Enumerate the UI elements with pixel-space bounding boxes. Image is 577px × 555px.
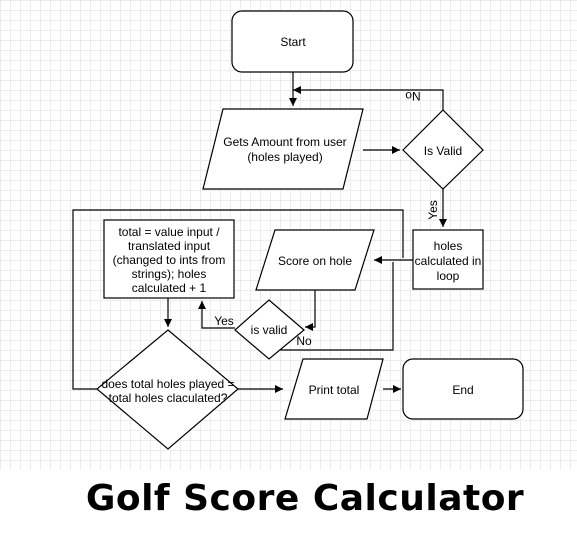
holes-loop-line3: loop: [437, 269, 460, 283]
is-valid-label: Is Valid: [424, 144, 462, 158]
holes-loop-node: [412, 229, 484, 290]
edge-isvalid-yes-small: [198, 301, 235, 329]
total-calc-line4: strings); holes: [132, 267, 207, 281]
small-is-valid-decision: [234, 299, 305, 360]
score-label: Score on hole: [278, 254, 352, 268]
print-total-label: Print total: [309, 383, 360, 397]
total-calc-line1: total = value input /: [118, 225, 220, 239]
edge-label-yes-top: Yes: [426, 200, 440, 220]
input-node: [202, 108, 364, 190]
end-node: [402, 358, 524, 420]
start-label: Start: [280, 35, 306, 49]
flowchart-diagram: Start Gets Amount from user (holes playe…: [72, 10, 524, 450]
edge-score-to-isvalid: [305, 290, 316, 331]
flowchart-edges: [72, 72, 447, 393]
total-calc-node: [103, 219, 235, 299]
page-title: Golf Score Calculator: [85, 478, 525, 519]
input-label-line2: (holes played): [247, 150, 322, 164]
total-calc-line3: (changed to ints from: [113, 253, 226, 267]
total-check-decision: [96, 329, 239, 450]
input-label-line1: Gets Amount from user: [223, 135, 346, 149]
edge-isvalid-no-small: [272, 262, 394, 351]
score-input-node: [255, 229, 375, 291]
edge-loop-back: [72, 209, 404, 390]
total-calc-line5: calculated + 1: [132, 281, 207, 295]
total-check-line2: total holes claculated?: [109, 391, 228, 405]
edge-label-yes-small: Yes: [214, 314, 234, 328]
holes-loop-line1: holes: [434, 239, 463, 253]
edge-isvalid-no: [293, 86, 444, 110]
total-calc-line2: translated input: [128, 239, 211, 253]
total-check-line1: does total holes played =: [101, 377, 234, 391]
end-label: End: [452, 383, 473, 397]
print-total-node: [284, 358, 384, 420]
is-valid-decision: [402, 109, 484, 190]
small-is-valid-label: is valid: [251, 323, 288, 337]
edge-label-no-top: No: [405, 89, 421, 103]
start-node: [231, 10, 354, 73]
edge-label-no-small: No: [296, 334, 312, 348]
holes-loop-line2: calculated in: [415, 254, 482, 268]
